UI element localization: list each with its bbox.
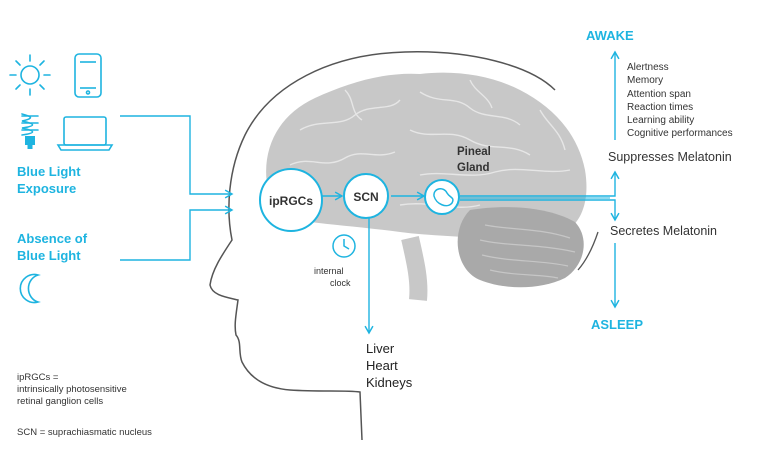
absence-label-line2: Blue Light — [17, 248, 81, 263]
organ-item: Heart — [366, 358, 398, 373]
organs-list: Liver Heart Kidneys — [366, 340, 412, 391]
absence-label-line1: Absence of — [17, 231, 88, 246]
awake-effects-list: Alertness Memory Attention span Reaction… — [627, 61, 733, 141]
head-back — [577, 231, 599, 271]
organ-item: Liver — [366, 341, 395, 356]
glossary-iprgc-line1: ipRGCs = — [17, 372, 59, 383]
laptop-icon — [56, 116, 114, 151]
pineal-gland-node — [424, 179, 460, 215]
internal-clock-label-line2: clock — [330, 278, 351, 288]
organ-item: Kidneys — [366, 375, 413, 390]
scn-node — [343, 173, 389, 219]
cfl-bulb-icon — [21, 113, 39, 149]
smartphone-icon — [74, 53, 102, 98]
iprgc-node — [259, 168, 323, 232]
glossary-scn: SCN = suprachiasmatic nucleus — [17, 427, 152, 438]
blue-light-label-line2: Exposure — [17, 181, 77, 196]
glossary-iprgc-line2: intrinsically photosensitive — [17, 384, 127, 395]
asleep-label: ASLEEP — [591, 317, 644, 332]
awake-effect-item: Cognitive performances — [627, 128, 733, 140]
awake-effect-item: Alertness — [627, 62, 669, 73]
suppresses-melatonin-label: Suppresses Melatonin — [608, 150, 732, 164]
pineal-label-line1: Pineal — [457, 146, 491, 158]
glossary-iprgc-line3: retinal ganglion cells — [17, 396, 104, 407]
secretes-melatonin-label: Secretes Melatonin — [610, 224, 718, 238]
clock-icon — [332, 234, 356, 258]
internal-clock-label-line1: internal — [314, 266, 344, 276]
awake-effect-item: Reaction times — [627, 101, 694, 113]
awake-effect-item: Memory — [627, 75, 664, 87]
absence-connector — [120, 205, 234, 261]
blue-light-label-line1: Blue Light — [17, 164, 81, 179]
to-secrete-line — [460, 199, 620, 222]
exposure-connector — [120, 115, 234, 199]
awake-label: AWAKE — [586, 28, 634, 43]
awake-effect-item: Learning ability — [627, 115, 695, 127]
scn-label: SCN — [353, 190, 379, 204]
sun-icon — [9, 54, 51, 96]
awake-effect-item: Attention span — [627, 88, 691, 100]
to-suppress-line — [460, 170, 620, 197]
pineal-label-line2: Gland — [457, 162, 490, 174]
crescent-moon-icon — [19, 273, 41, 304]
iprgc-label: ipRGCs — [268, 194, 313, 208]
head-outline — [209, 51, 556, 441]
